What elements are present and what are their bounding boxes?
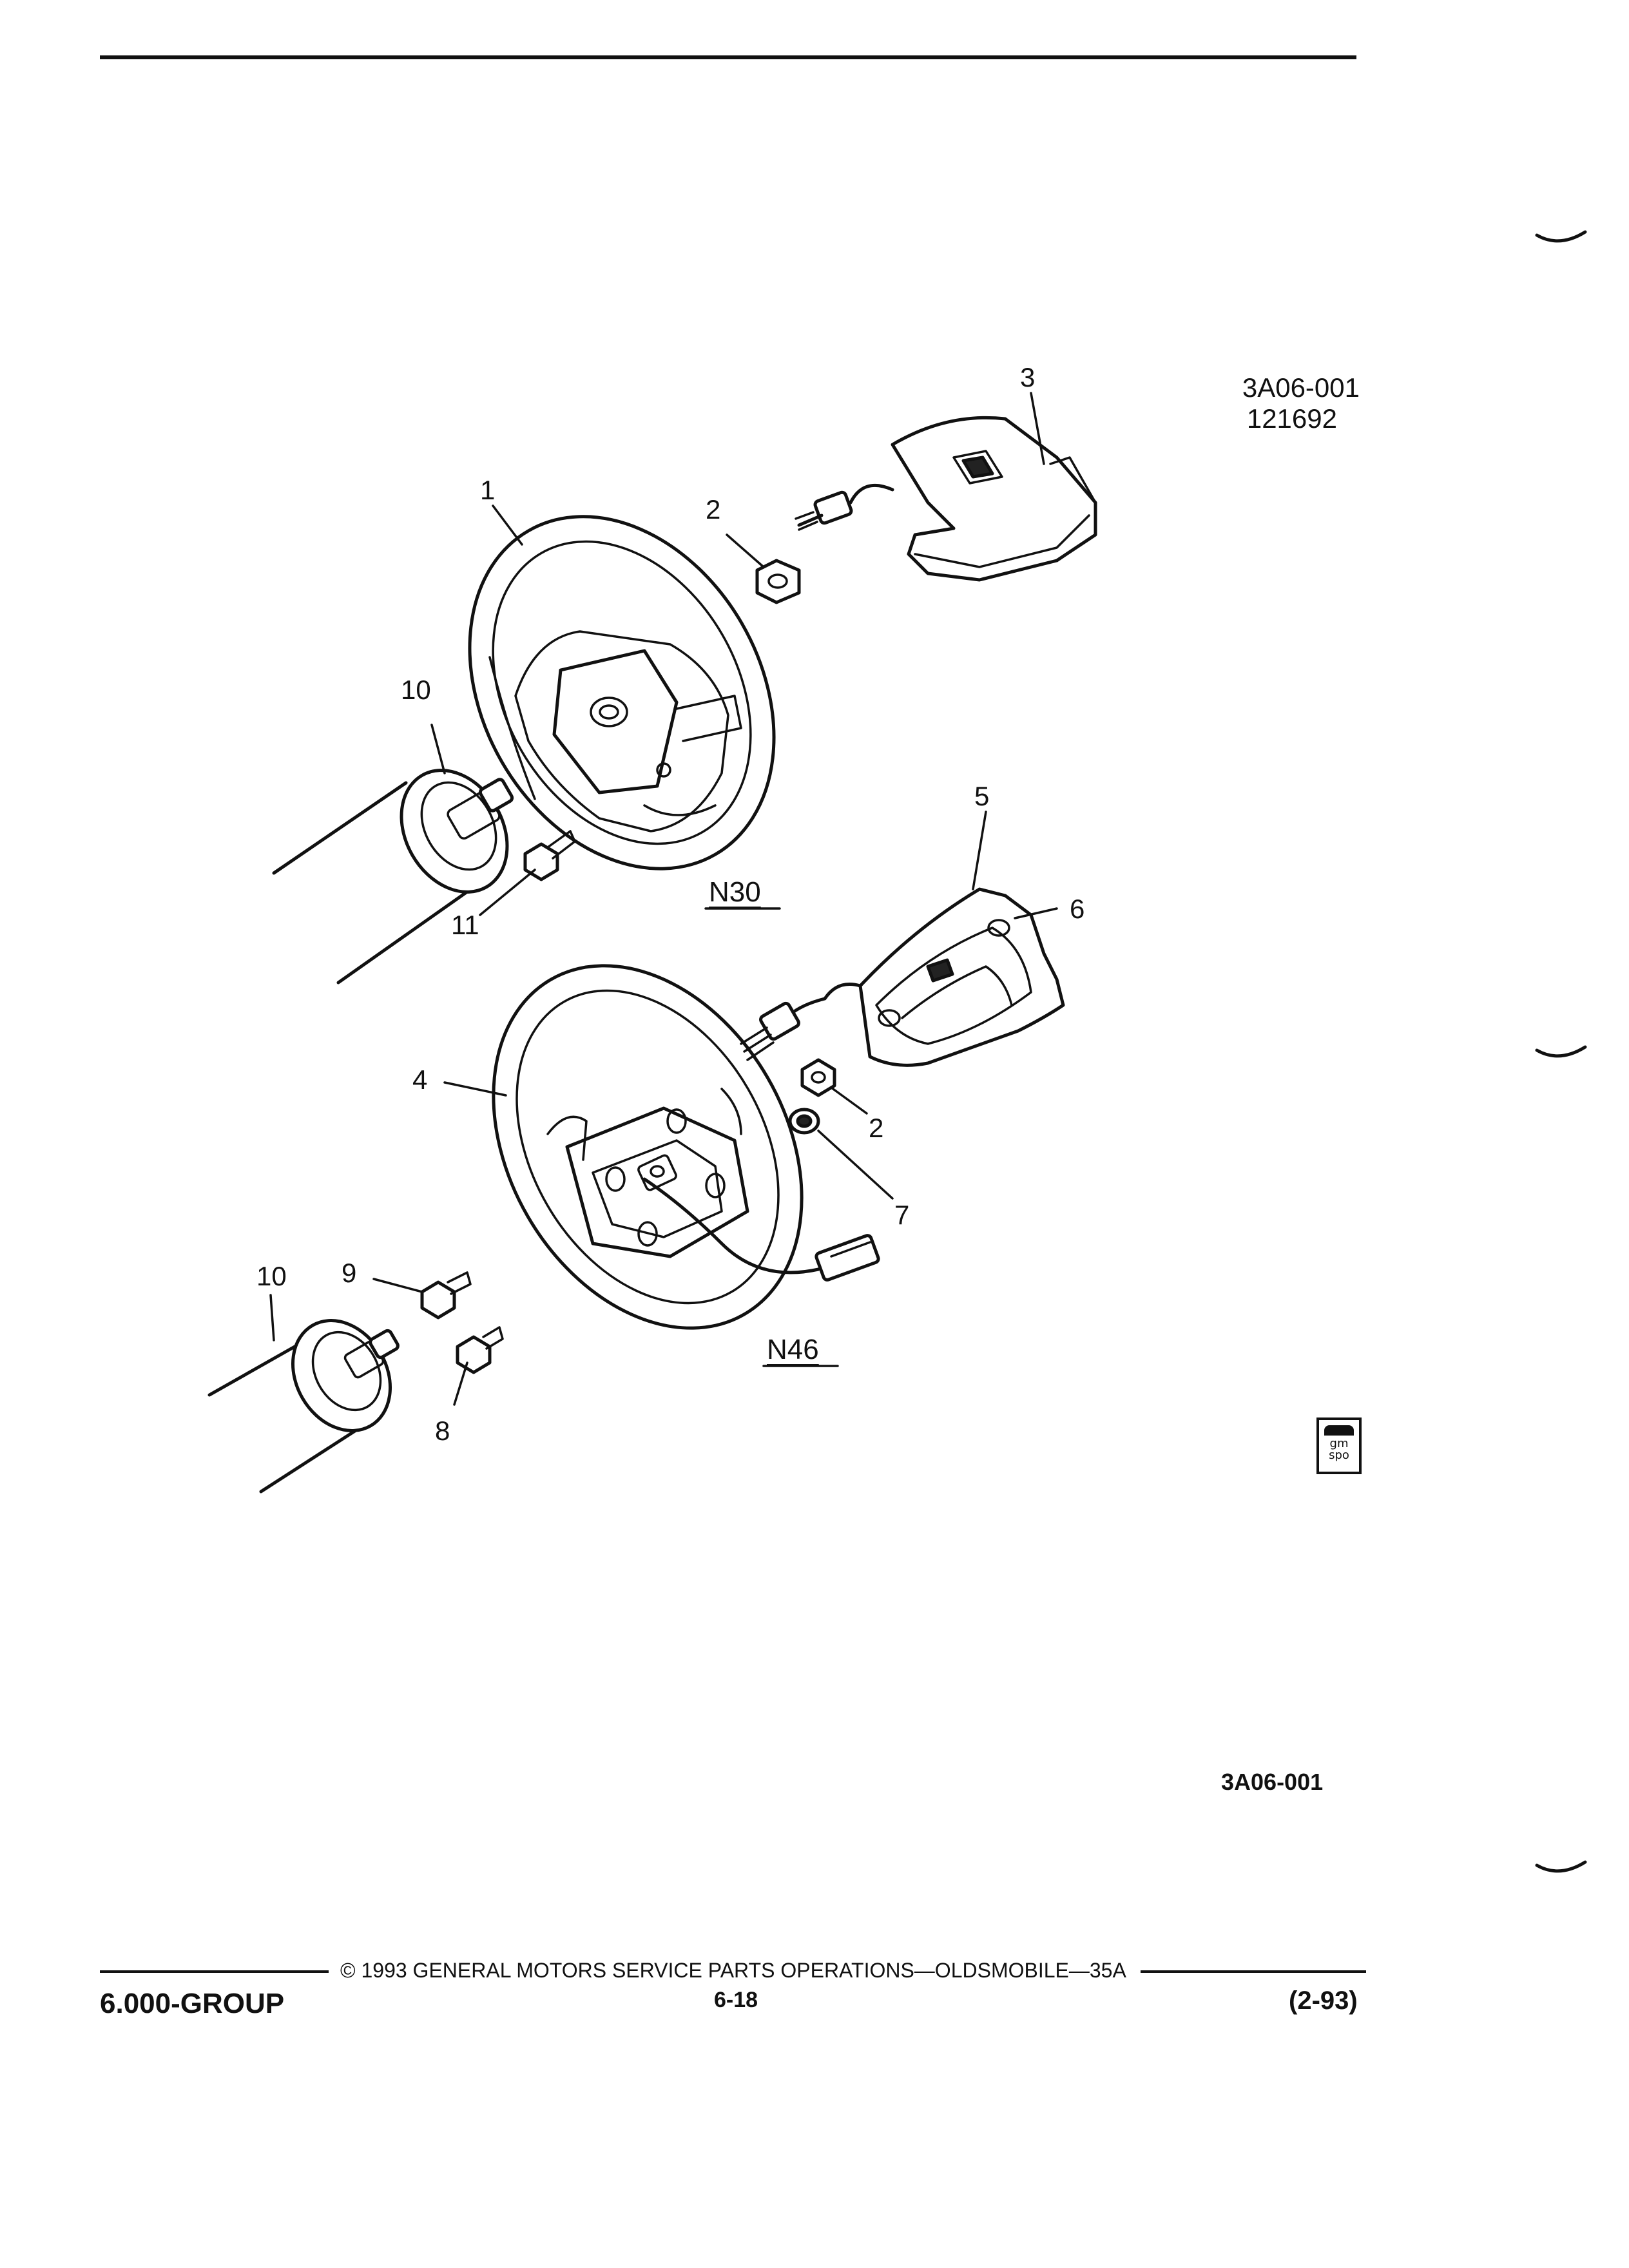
callout-11: 11	[451, 910, 479, 940]
gm-spo-logo: gm spo	[1316, 1418, 1362, 1474]
bolt-8	[456, 1326, 504, 1374]
leader-lines	[269, 392, 1058, 1406]
footer-group: 6.000-GROUP	[100, 1988, 285, 2019]
callout-2-lower: 2	[869, 1113, 884, 1143]
variant-label-n30: N30	[709, 876, 761, 908]
callout-3: 3	[1020, 362, 1036, 392]
callout-5: 5	[974, 781, 990, 811]
steering-wheel-n46	[492, 964, 880, 1330]
footer-rule-left	[100, 1970, 329, 1973]
callout-10-upper: 10	[401, 675, 431, 705]
callout-8: 8	[435, 1416, 450, 1446]
washer-7	[788, 1108, 820, 1135]
steering-column-lower	[207, 1319, 400, 1494]
inflator-module-n46	[740, 887, 1065, 1067]
footer-revision: (2-93)	[1289, 1986, 1358, 2015]
steering-column-upper	[272, 769, 514, 985]
callout-2-upper: 2	[706, 494, 721, 524]
steering-wheel-n30	[468, 515, 776, 870]
inflator-module-n30	[795, 416, 1097, 582]
logo-text: gm spo	[1329, 1437, 1349, 1462]
corner-illustration-number: 3A06-001	[1221, 1769, 1324, 1795]
nut-lower	[800, 1058, 836, 1097]
illustration-date-code: 121692	[1246, 403, 1337, 434]
bolt-9	[420, 1271, 472, 1320]
callout-1: 1	[480, 475, 496, 505]
callout-9: 9	[342, 1258, 357, 1288]
callout-7: 7	[894, 1200, 910, 1230]
footer-copyright: © 1993 GENERAL MOTORS SERVICE PARTS OPER…	[340, 1959, 1126, 1982]
footer-page-number: 6-18	[714, 1988, 758, 2012]
logo-bar-icon	[1324, 1425, 1354, 1436]
callout-10-lower: 10	[256, 1261, 287, 1291]
callout-4: 4	[412, 1064, 428, 1095]
variant-label-n46: N46	[767, 1334, 819, 1365]
nut-upper	[755, 559, 801, 604]
footer-rule-right	[1141, 1970, 1366, 1973]
illustration-reference: 3A06-001 121692	[1211, 372, 1360, 434]
callout-6: 6	[1070, 894, 1085, 924]
top-rule	[100, 55, 1356, 59]
illustration-number: 3A06-001	[1242, 372, 1360, 403]
